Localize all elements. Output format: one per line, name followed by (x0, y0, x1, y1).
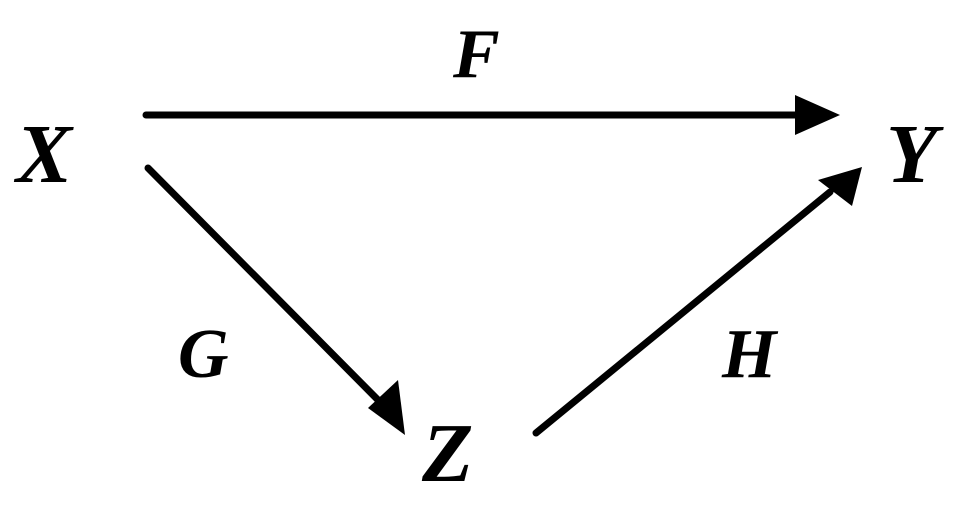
edge-g-arrow (144, 164, 405, 435)
edge-g-label: G (178, 316, 229, 393)
edge-g-line (144, 164, 386, 408)
node-z-label: Z (421, 407, 473, 500)
edge-f-arrow (142, 95, 840, 135)
edge-f-arrowhead (795, 95, 840, 135)
node-y-label: Y (886, 108, 944, 201)
edge-g-arrowhead (368, 380, 405, 435)
edge-h-label: H (721, 316, 779, 393)
edge-h-line (532, 188, 834, 437)
edge-f-label: F (452, 16, 500, 93)
edge-h-arrowhead (818, 167, 862, 206)
node-x-label: X (13, 108, 74, 201)
edge-h-arrow (532, 167, 862, 437)
